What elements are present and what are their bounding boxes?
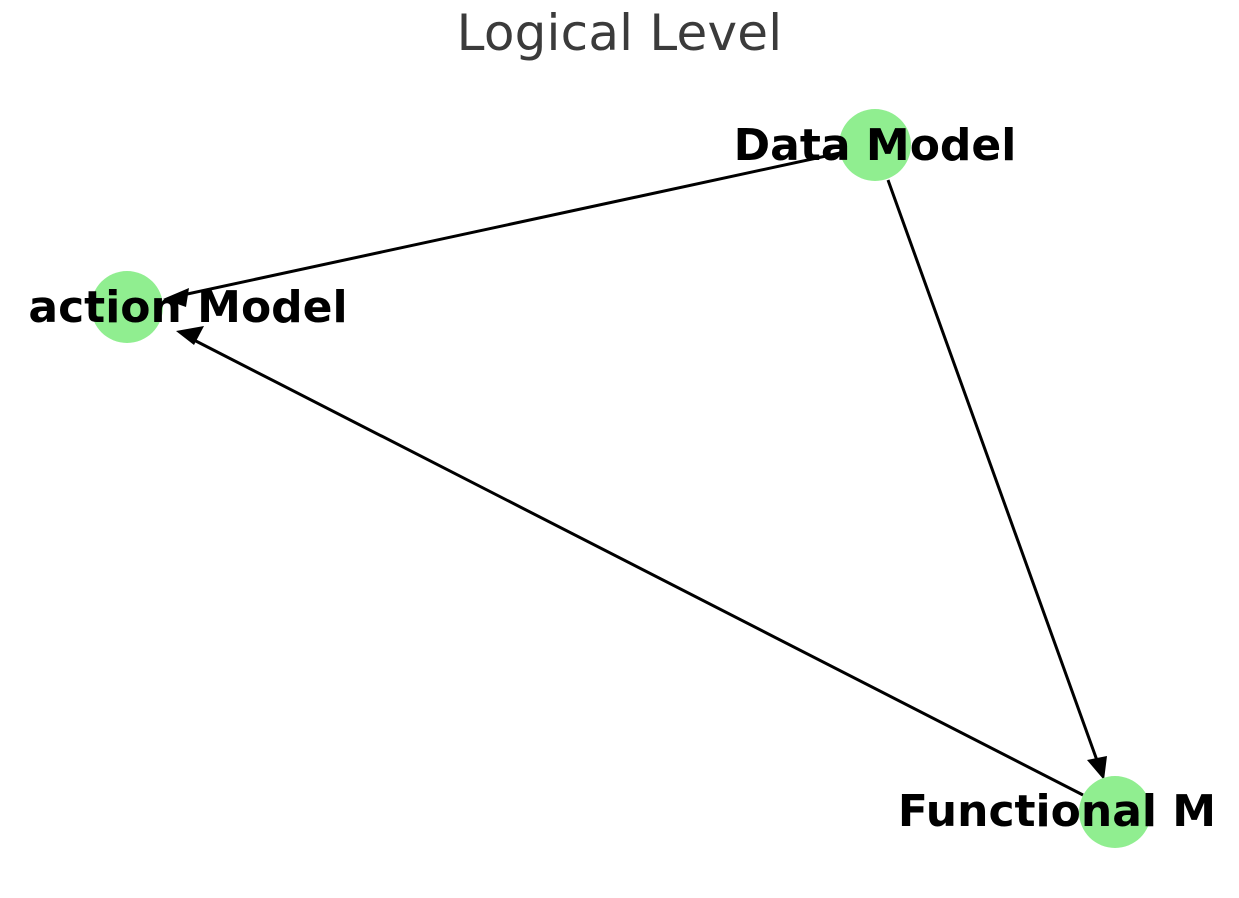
node-label-functional-model: Functional M xyxy=(897,786,1217,837)
node-functional-model[interactable] xyxy=(1079,776,1151,848)
node-data-model[interactable] xyxy=(839,109,911,181)
edge-data-model-to-functional-model xyxy=(886,179,1107,780)
arrowhead-icon xyxy=(176,326,204,345)
edge-data-model-to-interaction-model xyxy=(163,151,841,307)
node-label-interaction-model: action Model xyxy=(28,282,348,333)
edge-line xyxy=(886,179,1101,767)
edge-functional-model-to-interaction-model xyxy=(176,326,1084,797)
arrowhead-icon xyxy=(163,288,189,307)
edge-line xyxy=(177,151,841,298)
page-title: Logical Level xyxy=(456,4,783,62)
arrowhead-icon xyxy=(1087,756,1107,780)
edge-line xyxy=(189,336,1084,797)
node-interaction-model[interactable] xyxy=(91,271,163,343)
node-label-data-model: Data Model xyxy=(733,120,1017,171)
